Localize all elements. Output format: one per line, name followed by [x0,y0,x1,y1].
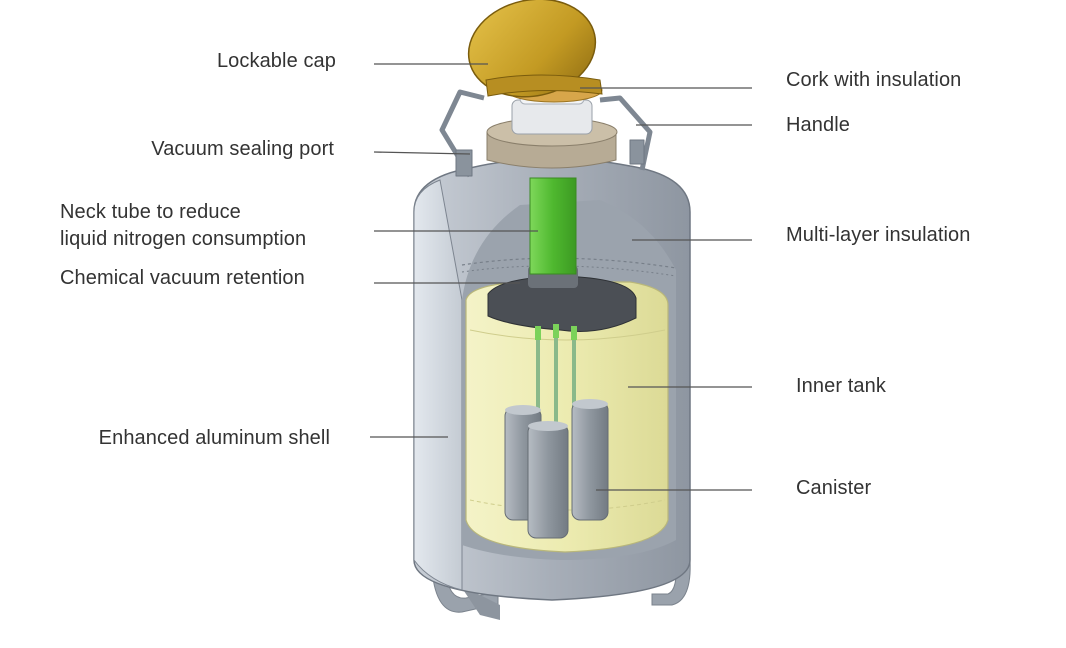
neck-tube [529,177,577,275]
label-enhanced-aluminum-shell: Enhanced aluminum shell [98,427,330,449]
handles [439,89,653,178]
label-neck-tube-line2: liquid nitrogen consumption [60,228,307,250]
leader-vacuum-sealing-port [373,151,471,155]
label-vacuum-sealing-port: Vacuum sealing port [151,138,334,160]
label-handle: Handle [786,114,850,136]
canister-rods [535,324,577,428]
lockable-cap [467,0,603,98]
label-inner-tank: Inner tank [796,375,886,397]
label-cork-with-insulation: Cork with insulation [786,69,962,91]
label-multi-layer-insulation: Multi-layer insulation [786,224,971,246]
label-neck-tube-line1: Neck tube to reduce [60,201,241,223]
label-lockable-cap: Lockable cap [216,50,336,72]
label-chemical-vacuum-retention: Chemical vacuum retention [60,267,305,289]
label-canister: Canister [796,477,872,499]
label-neck-tube: Neck tube to reduce liquid nitrogen cons… [60,199,306,253]
